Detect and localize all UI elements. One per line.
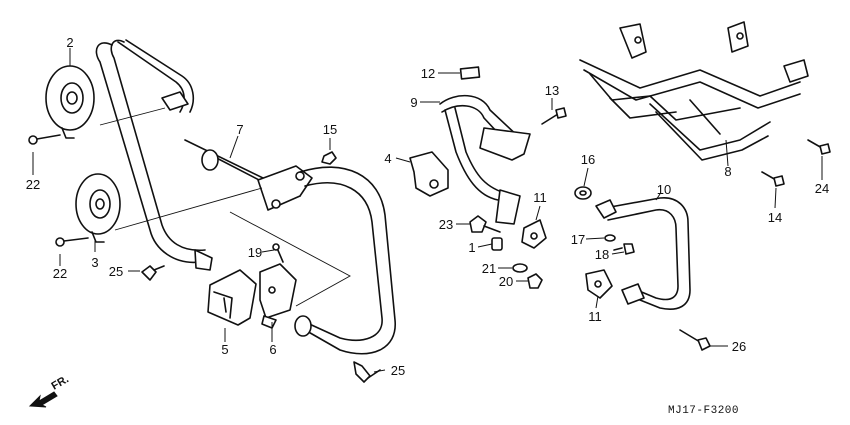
callout-11: 11 bbox=[533, 190, 547, 205]
bolt-22-upper bbox=[28, 134, 61, 145]
callout-22: 22 bbox=[53, 266, 67, 281]
washer-16 bbox=[574, 186, 592, 200]
bolt-18 bbox=[613, 243, 635, 255]
callout-13: 13 bbox=[545, 83, 559, 98]
diagram-code: MJ17-F3200 bbox=[668, 405, 739, 417]
left-guard-bar bbox=[95, 39, 213, 271]
horn-bracket bbox=[161, 91, 189, 111]
horn-upper bbox=[45, 65, 95, 139]
clip-4 bbox=[409, 151, 449, 197]
callout-16: 16 bbox=[581, 152, 595, 167]
leader-lines bbox=[32, 48, 823, 373]
bolt-24 bbox=[807, 139, 831, 155]
callout-18: 18 bbox=[595, 247, 609, 262]
callout-25: 25 bbox=[391, 363, 405, 378]
callout-10: 10 bbox=[657, 182, 671, 197]
callout-3: 3 bbox=[91, 255, 98, 270]
nut-15 bbox=[321, 151, 337, 165]
callout-9: 9 bbox=[410, 95, 417, 110]
stay-11-right bbox=[585, 269, 613, 299]
nut-20 bbox=[527, 273, 543, 289]
callout-19: 19 bbox=[248, 245, 262, 260]
bracket-6 bbox=[259, 263, 297, 329]
callout-20: 20 bbox=[499, 274, 513, 289]
callout-11: 11 bbox=[588, 309, 602, 324]
right-guard-bar bbox=[294, 166, 396, 355]
horn-lower bbox=[75, 173, 121, 243]
bolt-14 bbox=[761, 171, 785, 187]
collar-1 bbox=[491, 237, 503, 251]
callout-8: 8 bbox=[724, 164, 731, 179]
callout-5: 5 bbox=[221, 342, 228, 357]
front-direction-arrow-icon: FR. bbox=[28, 373, 71, 408]
callout-25: 25 bbox=[109, 264, 123, 279]
bolt-22-lower bbox=[55, 237, 89, 247]
callout-6: 6 bbox=[269, 342, 276, 357]
callout-22: 22 bbox=[26, 177, 40, 192]
frame-8 bbox=[579, 21, 809, 161]
stay-11-center bbox=[521, 219, 547, 249]
callout-14: 14 bbox=[768, 210, 782, 225]
screw-19 bbox=[272, 243, 284, 263]
bolt-23 bbox=[469, 215, 501, 233]
callout-26: 26 bbox=[732, 339, 746, 354]
bolt-13 bbox=[541, 107, 567, 125]
callout-23: 23 bbox=[439, 217, 453, 232]
bar-10 bbox=[595, 197, 691, 310]
washer-17 bbox=[604, 234, 616, 242]
washer-21 bbox=[512, 263, 528, 273]
callout-17: 17 bbox=[571, 232, 585, 247]
callout-12: 12 bbox=[421, 66, 435, 81]
bar-9 bbox=[439, 94, 531, 225]
callout-24: 24 bbox=[815, 181, 829, 196]
pipe-7 bbox=[184, 139, 313, 211]
callout-7: 7 bbox=[236, 122, 243, 137]
callout-1: 1 bbox=[468, 240, 475, 255]
callout-2: 2 bbox=[66, 35, 73, 50]
bolt-26 bbox=[679, 329, 711, 351]
callouts: 2 22 22 3 7 15 25 19 5 6 25 12 9 13 4 11… bbox=[26, 35, 829, 378]
bolt-25-upper bbox=[141, 265, 165, 281]
front-label: FR. bbox=[50, 373, 71, 392]
callout-4: 4 bbox=[384, 151, 391, 166]
callout-15: 15 bbox=[323, 122, 337, 137]
unit-5 bbox=[207, 269, 257, 326]
label-12 bbox=[459, 66, 481, 80]
callout-21: 21 bbox=[482, 261, 496, 276]
